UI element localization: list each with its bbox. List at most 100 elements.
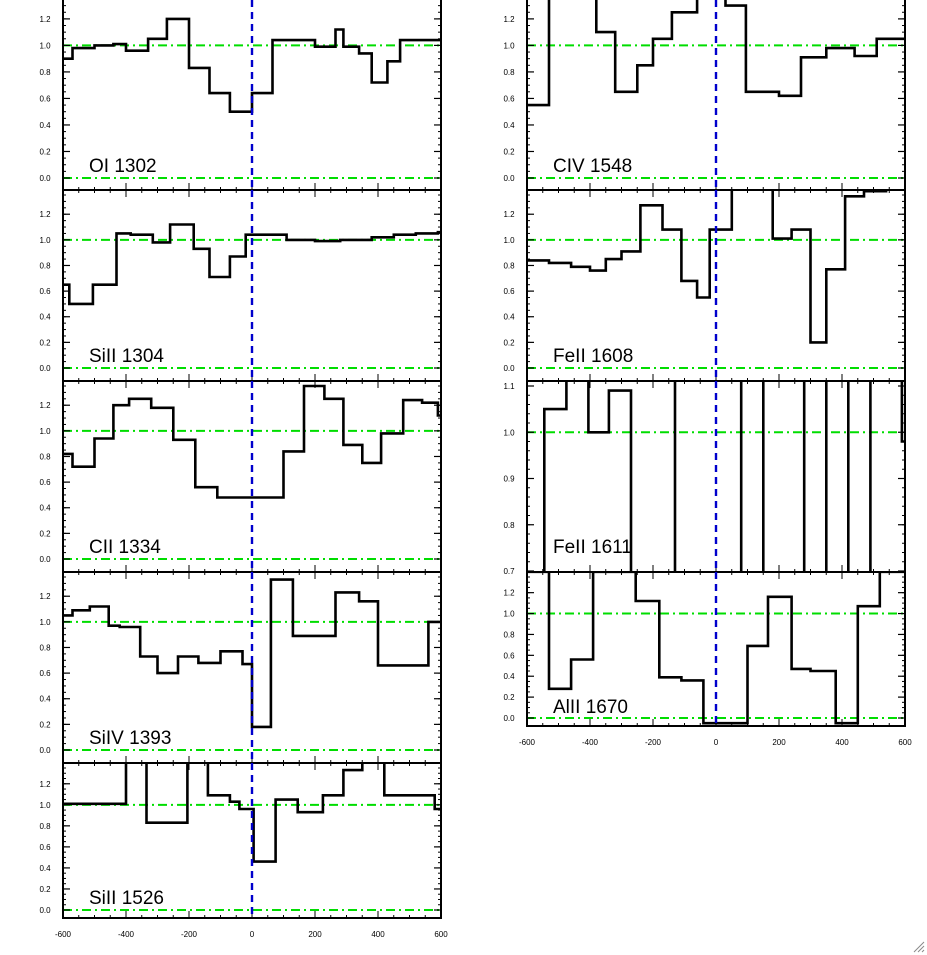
y-tick-label: 0.2 — [39, 147, 51, 156]
y-tick-label: 0.0 — [39, 555, 51, 564]
y-tick-label: 0.0 — [39, 364, 51, 373]
y-tick-label: 0.2 — [503, 693, 515, 702]
x-tick-label: 400 — [835, 738, 849, 747]
y-tick-label: 0.0 — [503, 174, 515, 183]
y-tick-label: 0.8 — [39, 822, 51, 831]
ion-label: SiIV 1393 — [89, 728, 171, 749]
x-tick-label: -400 — [118, 930, 135, 939]
y-tick-label: 0.2 — [39, 885, 51, 894]
x-tick-label: -200 — [645, 738, 662, 747]
y-tick-label: 1.1 — [503, 382, 515, 391]
ion-label: CIV 1548 — [553, 156, 632, 177]
x-tick-label: -400 — [582, 738, 599, 747]
y-tick-label: 1.0 — [39, 236, 51, 245]
y-tick-label: 1.0 — [39, 801, 51, 810]
spectrum-step-line — [527, 572, 905, 725]
spectrum-step-line — [543, 381, 905, 572]
y-tick-label: 0.0 — [39, 174, 51, 183]
spectrum-step-line — [527, 190, 888, 344]
y-tick-label: 1.2 — [39, 15, 51, 24]
y-tick-label: 0.8 — [503, 261, 515, 270]
x-tick-label: 200 — [772, 738, 786, 747]
y-tick-label: 0.2 — [39, 529, 51, 538]
ion-label: AlII 1670 — [553, 697, 628, 718]
y-tick-label: 0.6 — [39, 478, 51, 487]
y-tick-label: 0.8 — [39, 261, 51, 270]
y-tick-label: 0.6 — [39, 287, 51, 296]
y-tick-label: 0.8 — [39, 452, 51, 461]
y-tick-label: 0.4 — [39, 695, 51, 704]
y-tick-label: 0.6 — [503, 651, 515, 660]
y-tick-label: 0.7 — [503, 567, 515, 576]
y-tick-label: 0.0 — [503, 364, 515, 373]
x-tick-label: 600 — [898, 738, 912, 747]
y-tick-label: 0.4 — [503, 672, 515, 681]
y-tick-label: 0.2 — [503, 338, 515, 347]
y-tick-label: 1.0 — [39, 618, 51, 627]
y-tick-label: 1.0 — [503, 41, 515, 50]
resize-grip-icon[interactable] — [913, 941, 925, 953]
y-tick-label: 0.4 — [39, 313, 51, 322]
x-tick-label: 0 — [714, 738, 719, 747]
y-tick-label: 0.4 — [503, 121, 515, 130]
ion-label: FeII 1611 — [553, 537, 632, 558]
y-tick-label: 0.6 — [503, 287, 515, 296]
y-tick-label: 0.8 — [39, 643, 51, 652]
y-tick-label: 1.2 — [503, 15, 515, 24]
ion-label: FeII 1608 — [553, 346, 633, 367]
spectrum-step-line — [63, 384, 441, 499]
x-tick-label: 600 — [434, 930, 448, 939]
y-tick-label: 1.0 — [503, 610, 515, 619]
x-tick-label: -600 — [519, 738, 536, 747]
y-tick-label: 0.4 — [39, 504, 51, 513]
y-tick-label: 0.6 — [503, 94, 515, 103]
y-tick-label: 0.6 — [39, 94, 51, 103]
y-tick-label: 0.8 — [503, 630, 515, 639]
x-tick-label: -600 — [55, 930, 72, 939]
y-tick-label: 0.0 — [39, 906, 51, 915]
y-tick-label: 1.0 — [39, 41, 51, 50]
spectrum-step-line — [63, 578, 441, 729]
y-tick-label: 0.2 — [39, 338, 51, 347]
spectrum-step-line — [527, 0, 905, 107]
spectrum-step-line — [63, 763, 441, 863]
y-tick-label: 0.8 — [503, 68, 515, 77]
y-tick-label: 0.0 — [503, 714, 515, 723]
y-tick-label: 0.8 — [39, 68, 51, 77]
y-tick-label: 0.8 — [503, 521, 515, 530]
ion-label: CII 1334 — [89, 537, 161, 558]
x-tick-label: -200 — [181, 930, 198, 939]
x-tick-label: 400 — [371, 930, 385, 939]
y-tick-label: 0.6 — [39, 669, 51, 678]
y-tick-label: 1.2 — [39, 210, 51, 219]
y-tick-label: 0.0 — [39, 746, 51, 755]
y-tick-label: 1.2 — [39, 592, 51, 601]
y-tick-label: 1.2 — [39, 401, 51, 410]
ion-label: SiII 1526 — [89, 888, 164, 909]
y-tick-label: 0.6 — [39, 843, 51, 852]
ion-label: OI 1302 — [89, 156, 157, 177]
y-tick-label: 1.2 — [503, 210, 515, 219]
y-tick-label: 0.4 — [39, 121, 51, 130]
panel-siii-1526: 0.0 0.2 0.4 0.6 0.8 1.0 1.2 -600 -400 -200 0 200 400… — [39, 762, 448, 939]
y-tick-label: 1.2 — [503, 589, 515, 598]
y-tick-label: 0.2 — [39, 720, 51, 729]
spectrum-step-line — [63, 223, 441, 306]
y-tick-label: 0.4 — [503, 313, 515, 322]
y-tick-label: 1.0 — [503, 236, 515, 245]
y-tick-label: 0.4 — [39, 864, 51, 873]
ion-label: SiII 1304 — [89, 346, 164, 367]
x-tick-label: 200 — [308, 930, 322, 939]
y-tick-label: 1.0 — [503, 428, 515, 437]
panel-oi-1302: 0.0 0.2 0.4 0.6 0.8 1.0 1.2 OI 1302 — [39, 0, 442, 191]
y-tick-label: 1.2 — [39, 780, 51, 789]
panel-alii-1670: 0.0 0.2 0.4 0.6 0.8 1.0 1.2 -600 -400 -200 0 200 400… — [503, 571, 912, 747]
x-tick-label: 0 — [250, 930, 255, 939]
